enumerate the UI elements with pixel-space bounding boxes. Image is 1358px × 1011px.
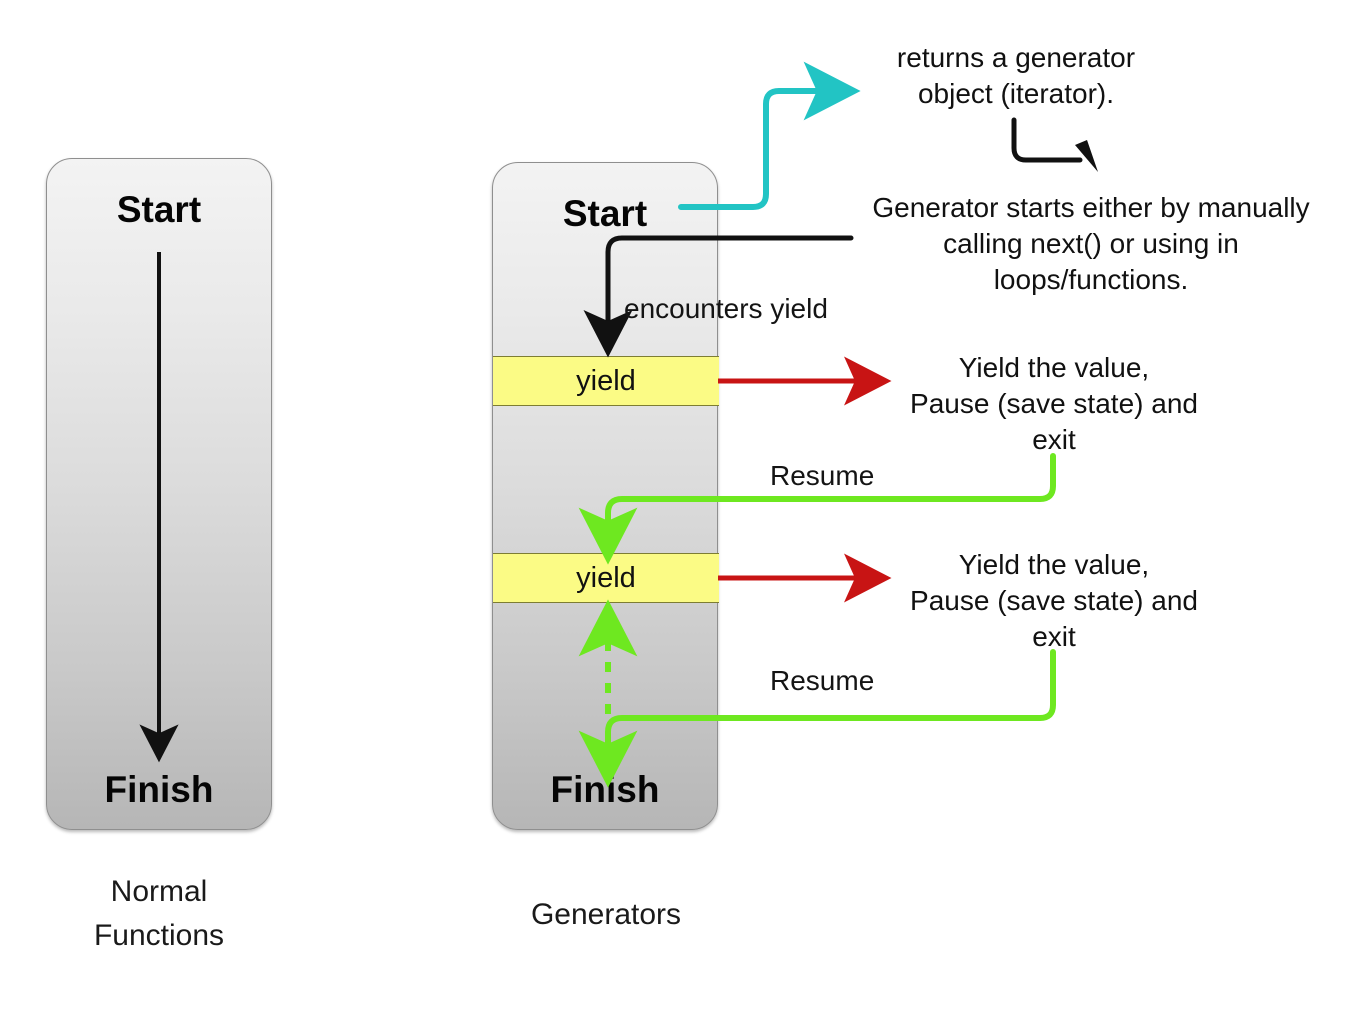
- annotation-generator-starts: Generator starts either by manually call…: [872, 192, 1310, 295]
- edge-label-resume-1: Resume: [770, 460, 875, 491]
- yield-block-1: yield: [493, 356, 719, 406]
- text-link-arrow: [1011, 117, 1098, 172]
- generator-start-label: Start: [562, 193, 648, 234]
- normal-finish-label: Finish: [104, 769, 214, 810]
- generator-finish-label: Finish: [550, 769, 660, 810]
- caption-generators: Generators: [530, 898, 682, 931]
- annotation-yield-pause-2: Yield the value, Pause (save state) and …: [910, 549, 1198, 652]
- edge-label-resume-2: Resume: [770, 665, 875, 696]
- normal-function-flow-box: Start Finish: [46, 158, 272, 830]
- yield-block-2: yield: [493, 553, 719, 603]
- edge-label-encounters-yield: encounters yield: [624, 293, 828, 324]
- generator-flow-box: Start yield yield Finish: [492, 162, 719, 830]
- caption-normal-functions: Normal Functions: [93, 875, 225, 953]
- normal-start-label: Start: [116, 189, 202, 230]
- annotation-returns-generator: returns a generator object (iterator).: [896, 42, 1136, 109]
- annotation-yield-pause-1: Yield the value, Pause (save state) and …: [910, 352, 1198, 455]
